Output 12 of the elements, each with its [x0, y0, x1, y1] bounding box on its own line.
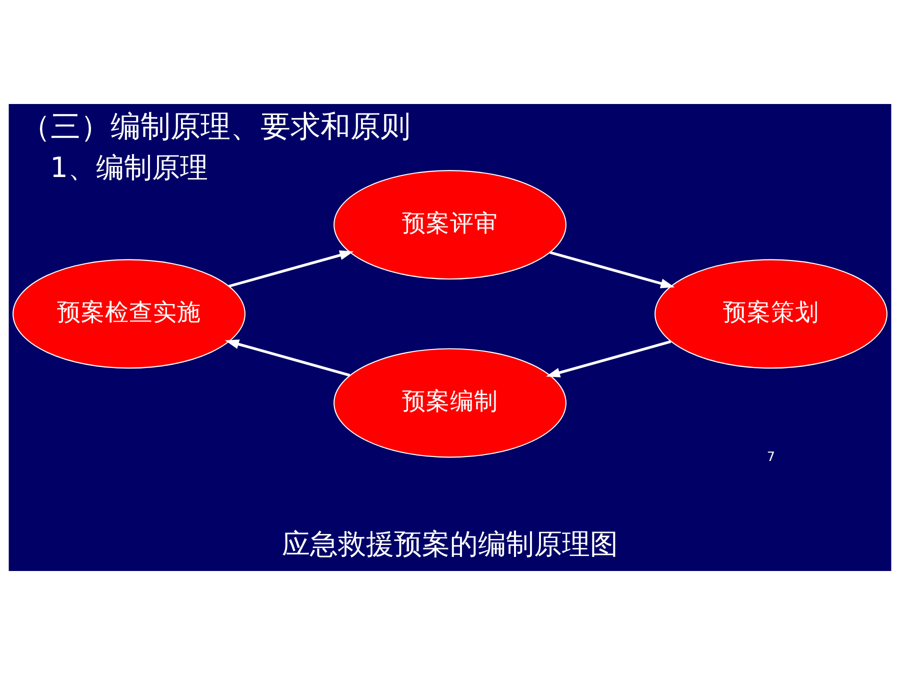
arrow: [550, 251, 675, 288]
label: 7: [766, 450, 776, 466]
node-ellipse: 预案策划: [654, 259, 888, 369]
node-ellipse: 预案评审: [334, 170, 566, 280]
node-ellipse: 预案编制: [334, 348, 566, 458]
diagram-title: （三）编制原理、要求和原则: [20, 110, 410, 145]
arrow: [228, 250, 354, 288]
label: 1、编制原理: [50, 150, 208, 184]
arrow: [224, 339, 350, 377]
arrow: [546, 340, 672, 378]
node-ellipse: 预案检查实施: [12, 259, 246, 369]
caption: 应急救援预案的编制原理图: [282, 528, 618, 561]
